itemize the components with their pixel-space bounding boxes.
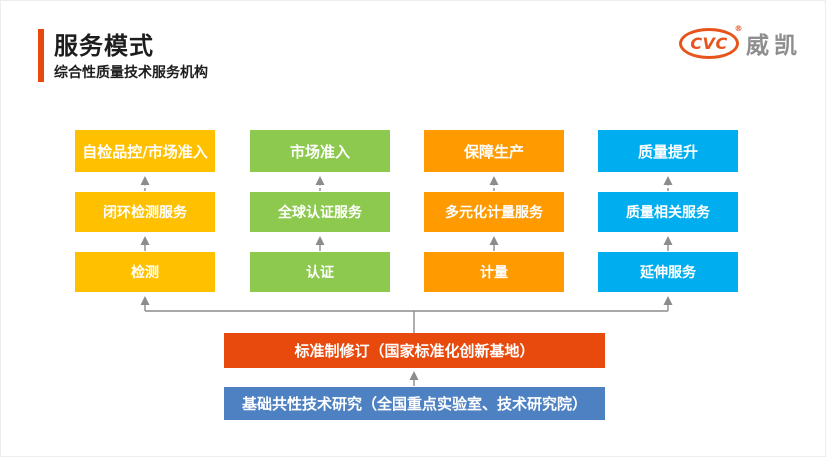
page-title: 服务模式 xyxy=(54,32,154,60)
node-market-access: 市场准入 xyxy=(250,130,390,172)
node-production-assurance: 保障生产 xyxy=(424,130,564,172)
bar-basic-common-technology-research: 基础共性技术研究（全国重点实验室、技术研究院） xyxy=(224,387,605,420)
node-closed-loop-testing-service: 闭环检测服务 xyxy=(75,192,215,232)
cvc-logo-oval: CVC ® xyxy=(679,24,743,59)
cvc-logo-company-name: 威凯 xyxy=(746,33,802,59)
cvc-logo-mark: CVC xyxy=(690,33,728,53)
bar-standards-development: 标准制修订（国家标准化创新基地） xyxy=(224,333,605,368)
cvc-logo: CVC ® 威凯 xyxy=(679,24,802,60)
node-quality-improvement: 质量提升 xyxy=(598,130,738,172)
node-diversified-metrology-service: 多元化计量服务 xyxy=(424,192,564,232)
node-metrology: 计量 xyxy=(424,252,564,292)
registered-trademark-icon: ® xyxy=(734,23,743,33)
title-accent-bar xyxy=(38,29,44,82)
page-subtitle: 综合性质量技术服务机构 xyxy=(54,65,208,81)
node-certification: 认证 xyxy=(250,252,390,292)
node-extended-service: 延伸服务 xyxy=(598,252,738,292)
node-self-inspection-market-access: 自检品控/市场准入 xyxy=(75,130,215,172)
node-global-certification-service: 全球认证服务 xyxy=(250,192,390,232)
node-testing: 检测 xyxy=(75,252,215,292)
node-quality-related-service: 质量相关服务 xyxy=(598,192,738,232)
